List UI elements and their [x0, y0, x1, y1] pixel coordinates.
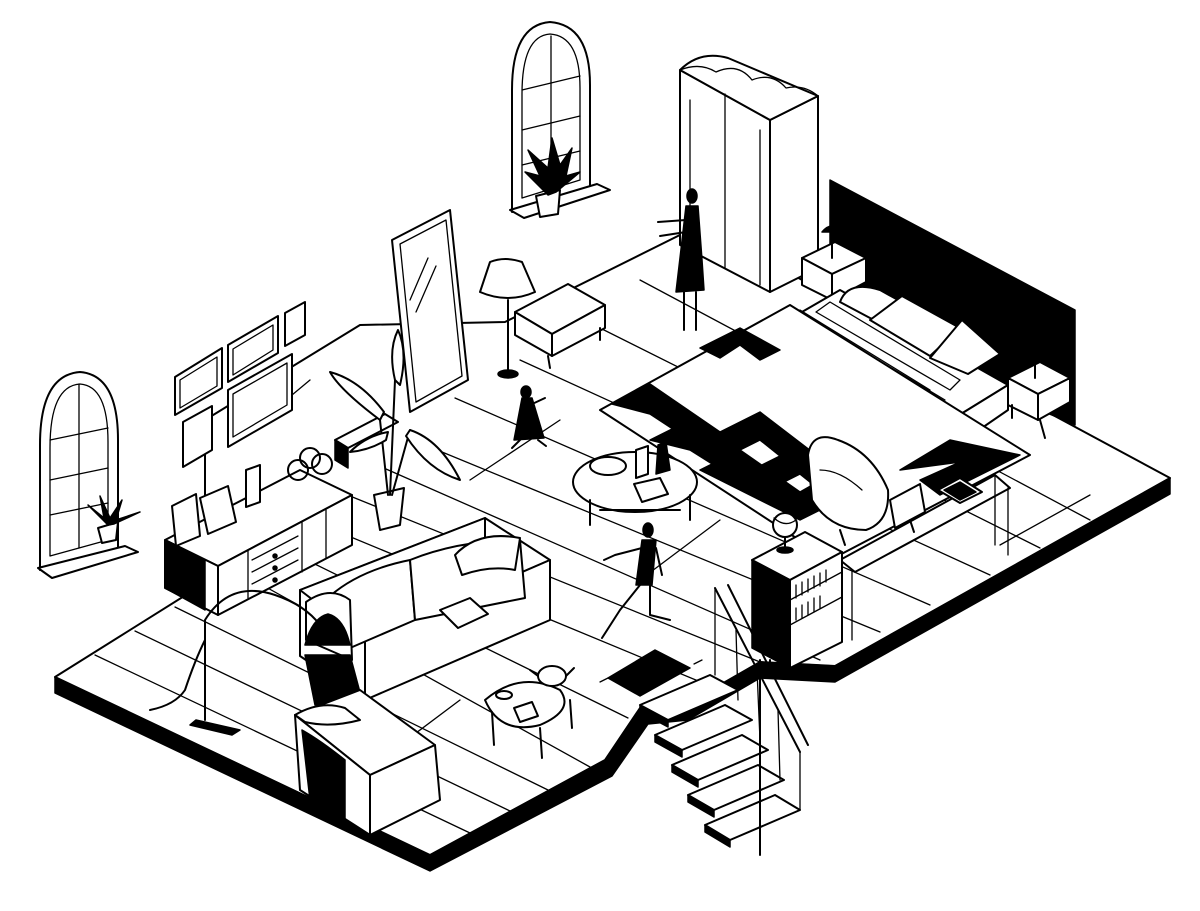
standing-mirror — [392, 210, 468, 412]
bedside-lamp-right — [1024, 343, 1046, 378]
wall-shelf — [335, 414, 398, 468]
floor-slab-edge — [55, 478, 1170, 871]
armchair — [295, 690, 440, 835]
person-walking — [602, 523, 670, 638]
decorative-rings — [288, 448, 332, 480]
person-standing-by-wardrobe — [658, 189, 704, 330]
sideboard — [165, 470, 352, 615]
bookshelf — [752, 532, 842, 674]
plant-on-sill-left — [88, 496, 140, 543]
picture-frame-gallery — [175, 302, 305, 467]
floor-lamp — [480, 259, 535, 378]
nightstand-right — [1008, 362, 1070, 438]
bedside-lamp-left — [822, 226, 842, 258]
teapot — [530, 666, 574, 686]
coffee-table-small — [485, 682, 572, 758]
book-on-sofa — [440, 598, 488, 628]
vase — [246, 465, 260, 507]
coffee-table-round — [573, 442, 697, 525]
arched-window-left — [38, 372, 138, 578]
egg-chair — [808, 437, 888, 545]
ottoman — [515, 284, 605, 368]
potted-plant-large — [330, 330, 460, 530]
picture-frames-on-sideboard — [172, 486, 236, 546]
spiral-staircase — [640, 660, 800, 855]
globe — [773, 513, 797, 553]
stair-railing — [715, 585, 808, 810]
laptop — [938, 478, 982, 503]
wardrobe — [680, 56, 818, 292]
computer-monitor — [890, 484, 925, 532]
arc-floor-lamp — [150, 591, 362, 735]
doormat — [600, 650, 702, 696]
plant-on-sill-back — [525, 138, 580, 217]
child-running — [512, 386, 546, 448]
